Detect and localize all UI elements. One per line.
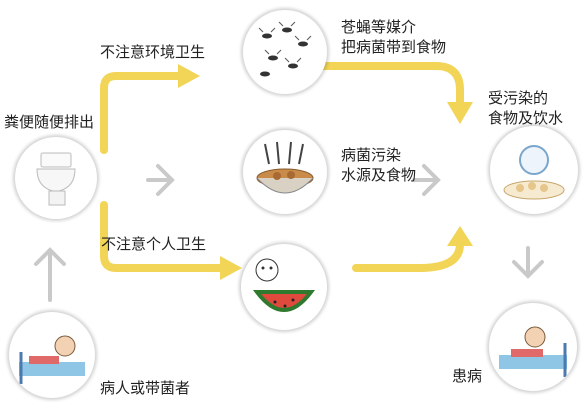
yellow-arrow-to-watermelon — [100, 201, 226, 272]
gray-chevron-food-to-illness — [512, 246, 544, 279]
label-water: 病菌污染 水源及食物 — [341, 146, 417, 184]
illness-node — [489, 303, 577, 391]
toilet-node — [15, 137, 97, 219]
yellow-arrowhead-food-top — [447, 102, 473, 124]
label-illness: 患病 — [452, 367, 483, 385]
label-env-hygiene: 不注意环境卫生 — [100, 43, 206, 61]
yellow-arrow-to-flies — [100, 72, 184, 154]
pot-node — [243, 130, 327, 214]
yellow-arrowhead-food-bottom — [447, 226, 473, 246]
label-personal-hygiene: 不注意个人卫生 — [101, 235, 207, 253]
watermelon-icon — [252, 258, 316, 312]
cooking-pot-icon — [256, 141, 314, 194]
toilet-icon — [36, 152, 76, 206]
flies-node — [243, 10, 327, 94]
patient-node — [9, 312, 95, 398]
gray-chevron-toilet-to-pot — [146, 164, 175, 196]
yellow-arrowhead-watermelon — [220, 256, 242, 280]
yellow-arrow-watermelon-to-food — [352, 240, 464, 272]
gray-chevron-pot-to-food — [412, 164, 441, 196]
food-node — [490, 126, 578, 214]
label-excrete: 粪便随便排出 — [4, 113, 95, 131]
yellow-arrowhead-flies — [178, 64, 200, 88]
flies-icon — [258, 21, 312, 77]
label-patient: 病人或带菌者 — [100, 379, 191, 397]
gray-chevron-patient-to-toilet — [34, 247, 66, 302]
yellow-arrow-flies-to-food — [314, 62, 464, 108]
label-flies: 苍蝇等媒介 把病菌带到食物 — [341, 18, 447, 56]
sick-person-in-bed-icon — [499, 326, 567, 377]
sick-person-in-bed-icon — [19, 335, 85, 384]
food-plates-icon — [503, 145, 565, 200]
watermelon-node — [241, 244, 327, 330]
label-contaminated: 受污染的 食物及饮水 — [488, 89, 564, 127]
